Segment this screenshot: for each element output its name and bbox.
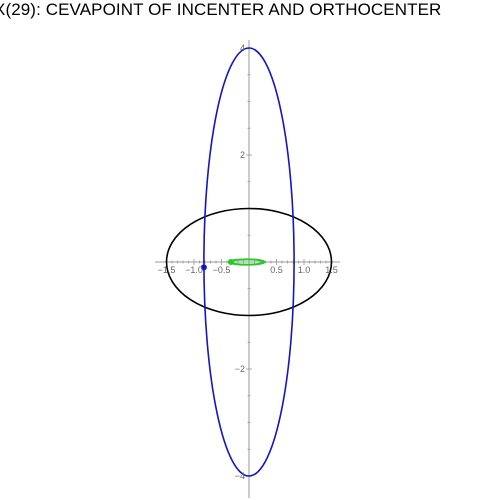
x-tick-label: −1.0 (185, 265, 203, 275)
x-tick-label: 1.0 (298, 265, 311, 275)
points (200, 259, 234, 271)
curves (165, 47, 333, 477)
blue-point (200, 264, 207, 271)
y-tick-label: 2 (240, 150, 245, 160)
black-ellipse (165, 207, 333, 317)
x-tick-label: 0.5 (270, 265, 283, 275)
axes (155, 40, 340, 498)
blue-ellipse (203, 47, 295, 477)
x-tick-label: 1.5 (325, 265, 338, 275)
y-tick-label: −4 (235, 471, 245, 481)
x-tick-label: −0.5 (213, 265, 231, 275)
tick-labels: −1.5 −1.0 −0.5 0.5 1.0 1.5 4 2 −2 −4 (158, 43, 338, 481)
ticks (166, 47, 332, 477)
green-point (227, 259, 234, 265)
page-title: X(29): CEVAPOINT OF INCENTER AND ORTHOCE… (0, 0, 442, 19)
x-tick-label: −1.5 (158, 265, 176, 275)
y-tick-label: −2 (235, 364, 245, 374)
y-tick-label: 4 (240, 43, 245, 53)
